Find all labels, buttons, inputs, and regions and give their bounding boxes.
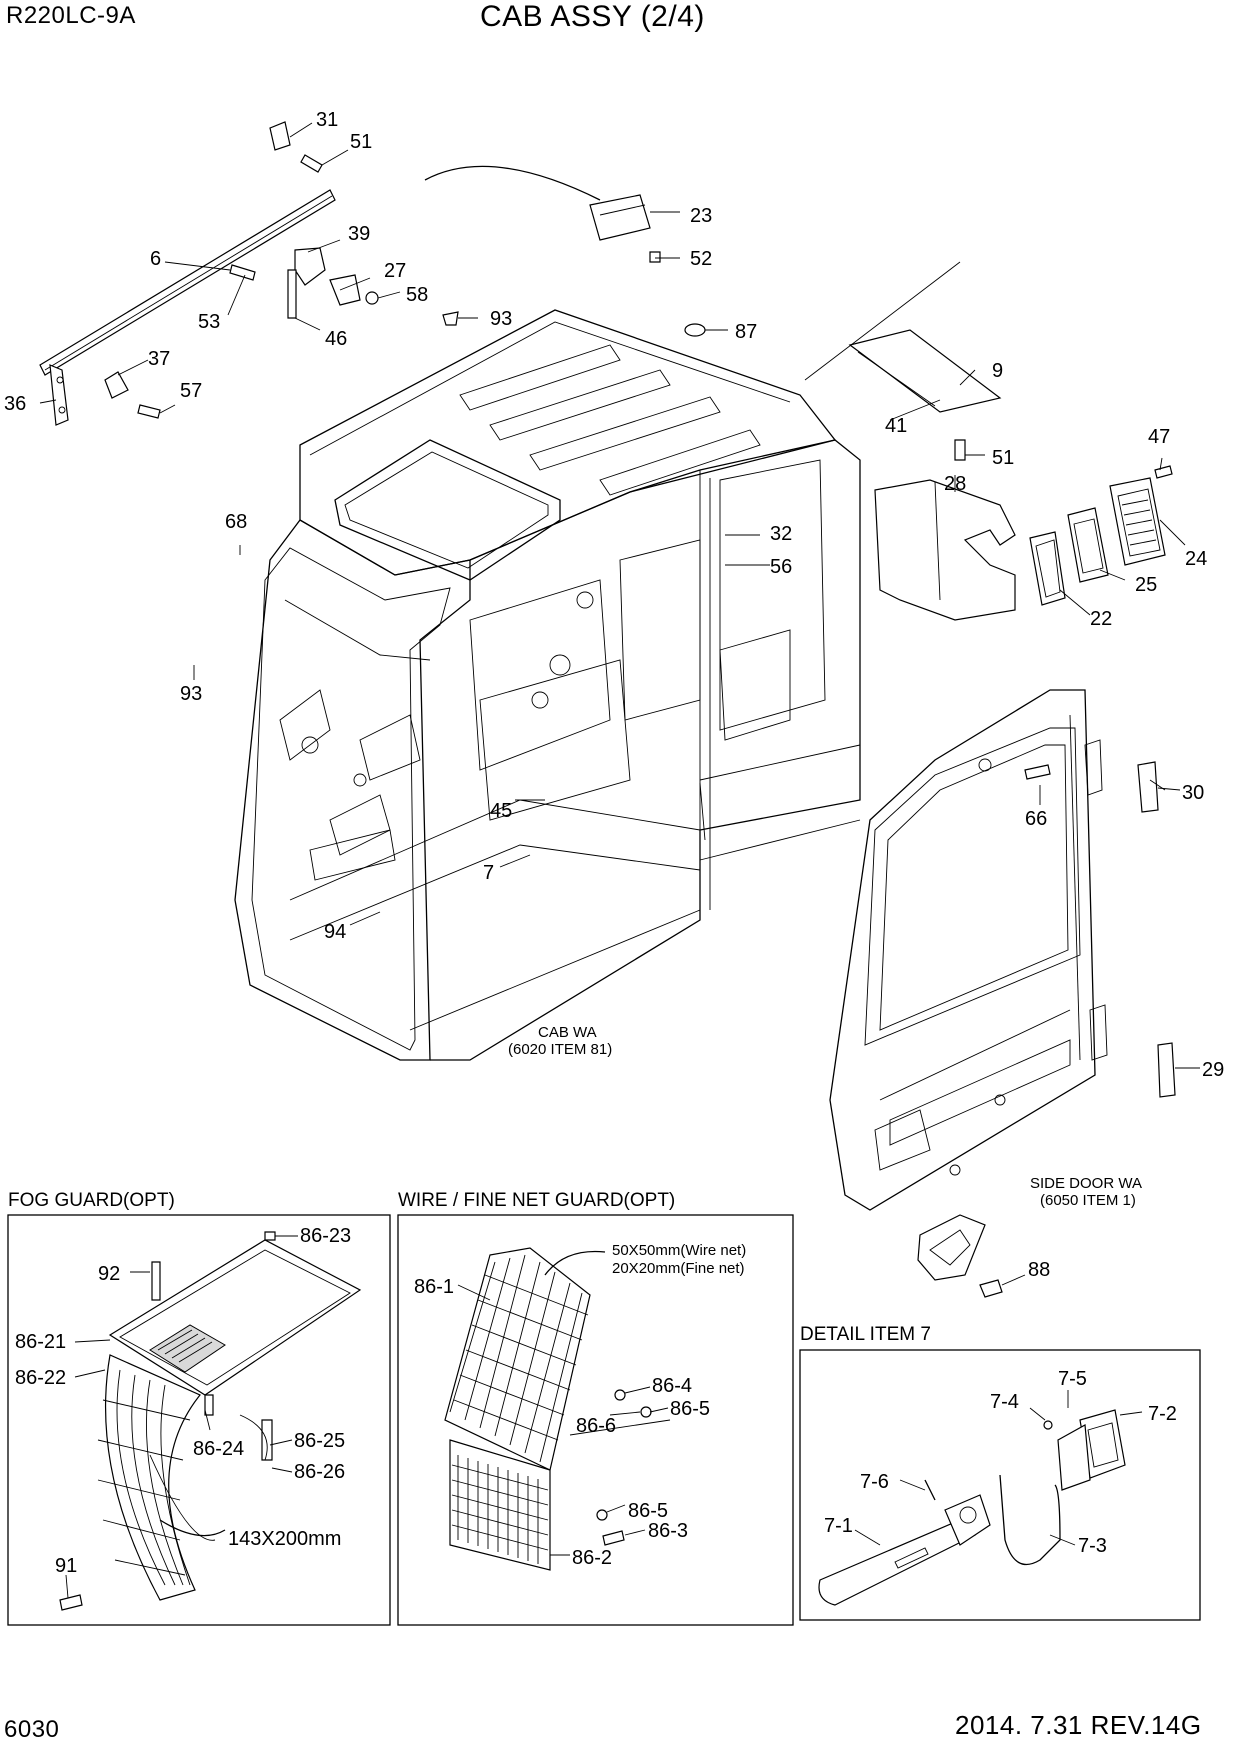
callout-36: 36 — [4, 393, 26, 415]
detail-callout-7-5: 7-5 — [1058, 1368, 1087, 1390]
side-door-ref: (6050 ITEM 1) — [1040, 1192, 1136, 1209]
detail-callout-7-4: 7-4 — [990, 1391, 1019, 1413]
callout-45: 45 — [490, 800, 512, 822]
fog-guard-drawing — [59, 1231, 362, 1611]
wire-callout-86-6: 86-6 — [576, 1415, 616, 1437]
fog-callout-92: 92 — [98, 1263, 120, 1285]
callout-9: 9 — [992, 360, 1003, 382]
callout-32: 32 — [770, 523, 792, 545]
fine-net-size: 20X20mm(Fine net) — [612, 1260, 745, 1277]
wire-guard-drawing — [444, 1247, 671, 1571]
callout-46: 46 — [325, 328, 347, 350]
fog-callout-86-21: 86-21 — [15, 1331, 66, 1353]
wire-guard-title: WIRE / FINE NET GUARD(OPT) — [398, 1190, 675, 1211]
callout-47: 47 — [1148, 426, 1170, 448]
callout-94: 94 — [324, 921, 346, 943]
wire-guard-box — [397, 1214, 794, 1626]
wire-callout-86-5-upper: 86-5 — [670, 1398, 710, 1420]
side-door — [829, 689, 1108, 1211]
callout-53: 53 — [198, 311, 220, 333]
top-left-parts — [39, 121, 1176, 1298]
cab-wa-label: CAB WA — [538, 1024, 597, 1041]
callout-31: 31 — [316, 109, 338, 131]
callout-24: 24 — [1185, 548, 1207, 570]
fog-guard-leaders — [65, 1235, 298, 1599]
wire-callout-86-5-lower: 86-5 — [628, 1500, 668, 1522]
page-number: 6030 — [4, 1716, 60, 1743]
callout-57: 57 — [180, 380, 202, 402]
callout-51-lower: 51 — [992, 447, 1014, 469]
callout-66: 66 — [1025, 808, 1047, 830]
fog-callout-86-26: 86-26 — [294, 1461, 345, 1483]
fog-size-note: 143X200mm — [228, 1528, 341, 1550]
wire-callout-86-3: 86-3 — [648, 1520, 688, 1542]
model-code: R220LC-9A — [6, 2, 136, 29]
detail-7-box — [799, 1349, 1201, 1621]
callout-41: 41 — [885, 415, 907, 437]
callout-7: 7 — [483, 862, 494, 884]
wire-callout-86-4: 86-4 — [652, 1375, 692, 1397]
fog-callout-86-22: 86-22 — [15, 1367, 66, 1389]
callout-22: 22 — [1090, 608, 1112, 630]
leader-lines — [39, 122, 1200, 1286]
fog-guard-title: FOG GUARD(OPT) — [8, 1190, 175, 1211]
callout-6: 6 — [150, 248, 161, 270]
callout-37: 37 — [148, 348, 170, 370]
detail-callout-7-6: 7-6 — [860, 1471, 889, 1493]
cab-wa-ref: (6020 ITEM 81) — [508, 1041, 612, 1058]
side-door-label: SIDE DOOR WA — [1030, 1175, 1142, 1192]
cab-frame — [234, 261, 961, 1061]
fog-callout-86-25: 86-25 — [294, 1430, 345, 1452]
callout-30: 30 — [1182, 782, 1204, 804]
wire-callout-86-2: 86-2 — [572, 1547, 612, 1569]
callout-25: 25 — [1135, 574, 1157, 596]
callout-39: 39 — [348, 223, 370, 245]
wire-net-size: 50X50mm(Wire net) — [612, 1242, 746, 1259]
detail-7-leaders — [854, 1390, 1143, 1546]
callout-87: 87 — [735, 321, 757, 343]
parts-diagram: 31 51 23 52 39 6 27 58 53 46 93 87 9 37 … — [4, 109, 1224, 1626]
callout-28: 28 — [944, 473, 966, 495]
fog-callout-86-23: 86-23 — [300, 1225, 351, 1247]
callout-23: 23 — [690, 205, 712, 227]
detail-callout-7-2: 7-2 — [1148, 1403, 1177, 1425]
callout-29: 29 — [1202, 1059, 1224, 1081]
callout-56: 56 — [770, 556, 792, 578]
fog-callout-91: 91 — [55, 1555, 77, 1577]
detail-callout-7-1: 7-1 — [824, 1515, 853, 1537]
callout-93-left: 93 — [180, 683, 202, 705]
callout-88: 88 — [1028, 1259, 1050, 1281]
detail-7-title: DETAIL ITEM 7 — [800, 1324, 931, 1345]
fog-callout-86-24: 86-24 — [193, 1438, 244, 1460]
fog-guard-box — [7, 1214, 391, 1626]
detail-7-drawing — [818, 1409, 1126, 1606]
callout-58: 58 — [406, 284, 428, 306]
callout-93-top: 93 — [490, 308, 512, 330]
revision-stamp: 2014. 7.31 REV.14G — [955, 1710, 1202, 1740]
wire-guard-leaders — [457, 1284, 669, 1556]
callout-27: 27 — [384, 260, 406, 282]
callout-68: 68 — [225, 511, 247, 533]
page-title: CAB ASSY (2/4) — [480, 0, 705, 33]
detail-callout-7-3: 7-3 — [1078, 1535, 1107, 1557]
wire-callout-86-1: 86-1 — [414, 1276, 454, 1298]
callout-52: 52 — [690, 248, 712, 270]
callout-51: 51 — [350, 131, 372, 153]
